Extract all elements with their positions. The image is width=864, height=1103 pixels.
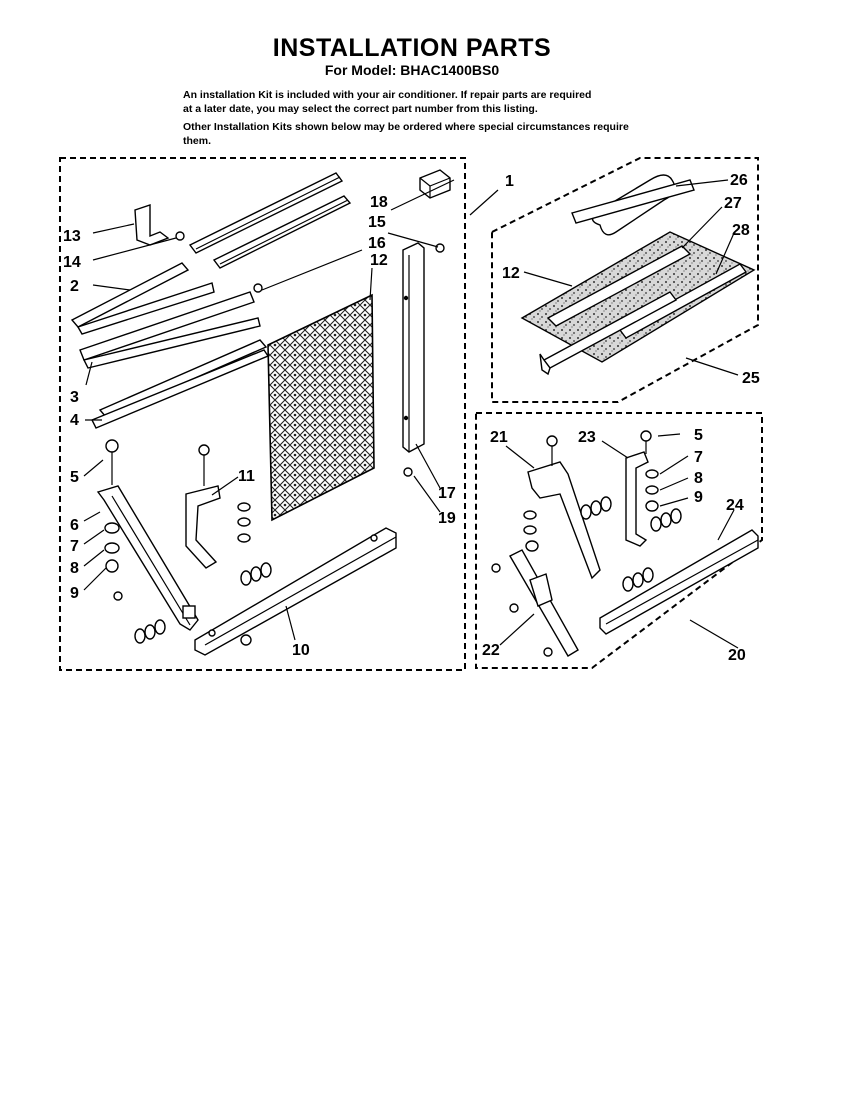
washer-part-7: [104, 522, 120, 534]
mesh-panel-part-12: [267, 293, 375, 522]
callout-24: 24: [726, 497, 744, 514]
callout-8: 8: [70, 560, 79, 577]
page-title: INSTALLATION PARTS: [272, 34, 552, 62]
screw-part-16: [253, 283, 263, 293]
intro-line-2: at a later date, you may select the corr…: [183, 103, 538, 115]
rail-part-3: [79, 291, 255, 361]
clip-part-23: [625, 451, 649, 547]
model-subtitle: For Model: BHAC1400BS0: [324, 62, 500, 78]
callout-28: 28: [732, 222, 750, 239]
callout-11: 11: [238, 468, 255, 485]
callout-19: 19: [438, 510, 456, 527]
rail-part-4-lip: [91, 349, 270, 429]
kit-1-boundary: [59, 157, 466, 671]
callout-12-kit2: 12: [502, 265, 520, 282]
callout-5: 5: [70, 469, 79, 486]
callout-18: 18: [370, 194, 388, 211]
clip-part-11: [185, 485, 221, 569]
callout-9: 9: [70, 585, 79, 602]
rail-part-3-lip: [82, 317, 261, 369]
callout-9-kit3: 9: [694, 489, 703, 506]
nut-part-9: [105, 559, 119, 573]
callout-12: 12: [370, 252, 388, 269]
channel-part-27: [546, 245, 692, 327]
intro-line-3: Other Installation Kits shown below may …: [183, 121, 629, 133]
callout-16: 16: [368, 235, 386, 252]
support-bracket-part-6: [96, 485, 199, 631]
sill-rail-part-10: [194, 527, 397, 656]
callout-5-kit3: 5: [694, 427, 703, 444]
callout-7-kit3: 7: [694, 449, 703, 466]
sill-rail-part-20: [599, 529, 759, 635]
callout-20: 20: [728, 647, 746, 664]
callout-14: 14: [63, 254, 81, 271]
callout-3: 3: [70, 389, 79, 406]
callout-25: 25: [742, 370, 760, 387]
callout-4: 4: [70, 412, 79, 429]
callout-8-kit3: 8: [694, 470, 703, 487]
callout-26: 26: [730, 172, 748, 189]
callout-15: 15: [368, 214, 386, 231]
bolt-part-5: [105, 439, 119, 453]
channel-part-28: [618, 263, 748, 339]
callout-27: 27: [724, 195, 742, 212]
kit-2-boundary: [491, 157, 759, 403]
callout-23: 23: [578, 429, 596, 446]
screw-part-15: [435, 243, 445, 253]
callout-13: 13: [63, 228, 81, 245]
callout-22: 22: [482, 642, 500, 659]
intro-line-4: them.: [183, 135, 212, 147]
intro-line-1: An installation Kit is included with you…: [183, 89, 592, 101]
callout-2: 2: [70, 278, 79, 295]
kit-3-boundary: [475, 412, 763, 669]
callout-6: 6: [70, 517, 79, 534]
callout-10: 10: [292, 642, 310, 659]
callout-1: 1: [505, 173, 514, 190]
bracket-part-21: [527, 461, 601, 580]
panel-part-12b: [520, 231, 756, 363]
callout-17: 17: [438, 485, 456, 502]
callout-21: 21: [490, 429, 508, 446]
rail-part-2: [70, 262, 190, 328]
vertical-channel-part-17: [402, 242, 425, 453]
screw-part-14: [175, 231, 185, 241]
bracket-part-13: [134, 204, 170, 246]
callout-7: 7: [70, 538, 79, 555]
screw-part-19: [403, 467, 413, 477]
lockwasher-part-8: [104, 542, 120, 554]
rail-part-2-lip: [76, 282, 215, 335]
